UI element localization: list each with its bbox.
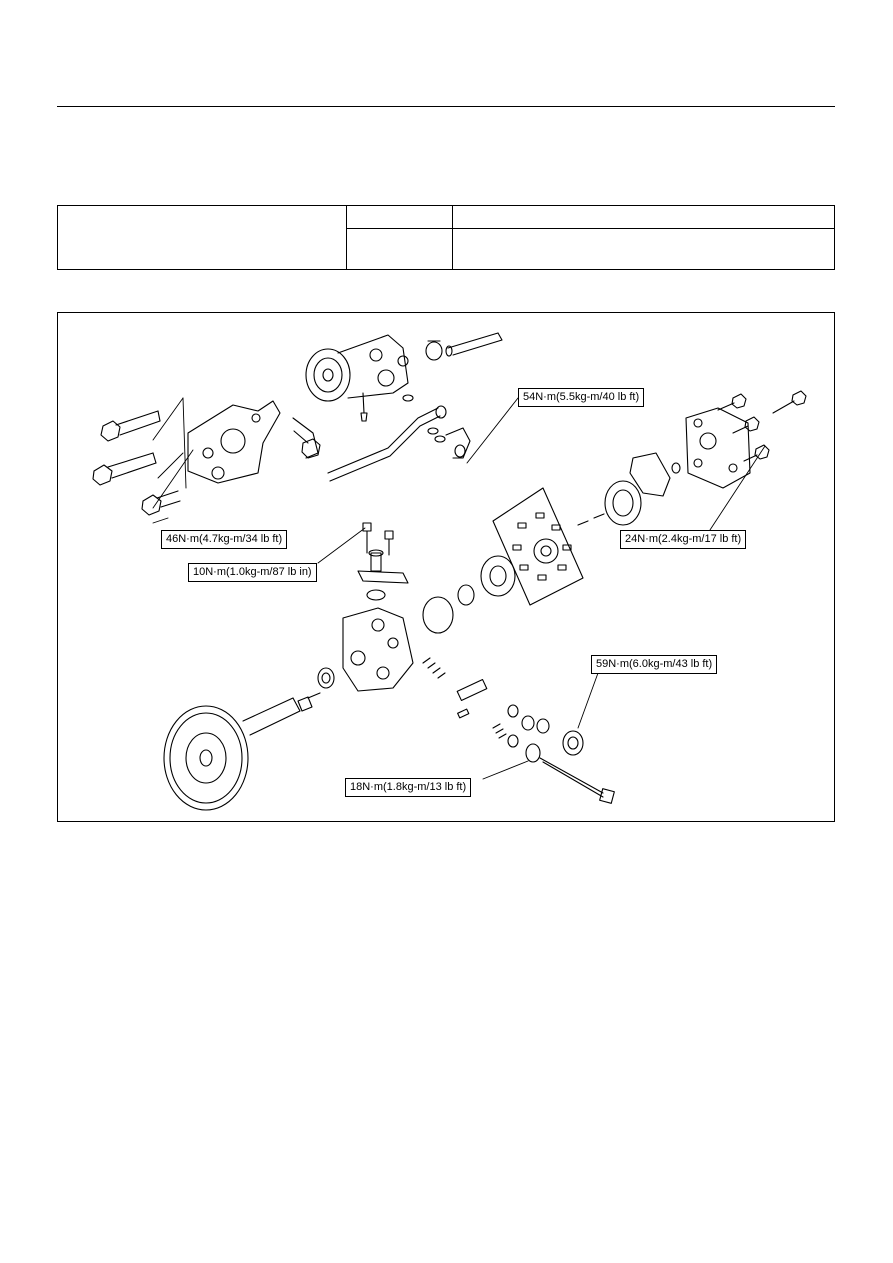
o-ring (507, 734, 519, 748)
torque-callout-pressure-switch: 18N·m(1.8kg-m/13 lb ft) (345, 778, 472, 797)
o-ring (366, 589, 386, 601)
o-ring (457, 584, 475, 606)
torque-callout-rear-housing-bolt: 24N·m(2.4kg-m/17 lb ft) (620, 530, 747, 549)
o-ring (536, 718, 550, 734)
table-divider (346, 206, 347, 269)
exploded-view-figure: 54N·m(5.5kg-m/40 lb ft) 46N·m(4.7kg-m/34… (57, 312, 835, 822)
mounting-bolt (141, 490, 181, 516)
power-steering-pump-exploded-diagram (92, 332, 807, 811)
torque-callout-union-bolt: 54N·m(5.5kg-m/40 lb ft) (518, 388, 645, 407)
spec-table (57, 205, 835, 270)
rear-housing-bolt (743, 444, 770, 462)
o-ring (422, 596, 454, 634)
header-rule (57, 106, 835, 107)
pressure-switch-plunger (457, 708, 470, 719)
oil-seal (317, 667, 335, 689)
torque-callout-connector-fitting: 59N·m(6.0kg-m/43 lb ft) (591, 655, 718, 674)
table-divider (346, 228, 834, 229)
valve-seal (507, 704, 519, 718)
hose-clamp (425, 340, 443, 361)
flow-control-spring (422, 657, 446, 679)
drive-shaft (242, 692, 321, 736)
rear-housing (685, 407, 751, 489)
o-ring (629, 452, 671, 497)
mounting-bolt (92, 452, 157, 486)
dowel-pins (577, 513, 605, 526)
pump-bracket (187, 400, 319, 484)
rear-housing-bolt (732, 416, 760, 434)
pressure-pipe (327, 405, 447, 482)
connector-fitting (562, 730, 584, 756)
union-bolt (445, 427, 471, 459)
pressure-switch (525, 743, 615, 804)
connector-bolt (384, 530, 394, 556)
o-ring (671, 462, 681, 474)
torque-callout-connector-bolt: 10N·m(1.0kg-m/87 lb in) (188, 563, 317, 582)
rear-housing-bolt (717, 393, 747, 411)
gaskets (402, 394, 446, 443)
pressure-plate (480, 555, 516, 597)
pressure-switch-spring (492, 723, 507, 739)
connector-bolt (362, 522, 372, 554)
cam-ring (604, 480, 642, 526)
table-divider (452, 206, 453, 269)
valve-seal (521, 715, 535, 731)
pump-assembly (305, 334, 409, 422)
mounting-bolt (100, 410, 161, 442)
bracket-bolt (293, 430, 321, 459)
suction-connector (357, 549, 409, 584)
rotor-vane-panel (492, 487, 584, 606)
torque-callout-bracket-bolt: 46N·m(4.7kg-m/34 lb ft) (161, 530, 288, 549)
suction-hose (445, 332, 503, 357)
rear-housing-bolt (772, 390, 807, 414)
leader-lines (152, 397, 766, 780)
flow-control-valve (456, 679, 488, 701)
pulley (163, 705, 249, 811)
front-housing (342, 607, 414, 692)
